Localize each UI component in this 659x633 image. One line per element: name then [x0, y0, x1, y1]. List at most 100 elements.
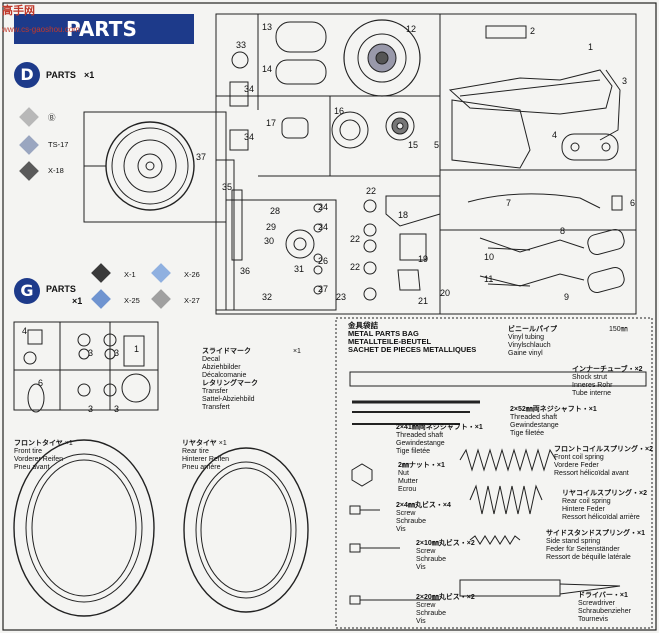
part-3: 3 [622, 76, 628, 86]
shaft52-line-3: Tige filetée [510, 430, 544, 437]
shaft52-line-2: Gewindestange [510, 422, 559, 429]
part-15: 15 [408, 140, 419, 150]
part-9: 9 [564, 292, 570, 302]
swatch-b-code: Ⓑ [48, 113, 56, 122]
screw20-title: 2×20㎜丸ビス・×2 [416, 594, 475, 601]
vinyl-line-2: Vinylschlauch [508, 342, 551, 349]
front-spring-line-2: Vordere Feder [554, 462, 599, 469]
shaft41-line-3: Tige filetée [396, 448, 430, 455]
part-18: 18 [398, 210, 409, 220]
rear-tire-qty: ×1 [218, 440, 227, 447]
section-g-label: PARTS [46, 284, 76, 294]
part-12: 12 [406, 24, 417, 34]
swatch-ts17-code: TS-17 [48, 140, 69, 149]
part-24a: 24 [318, 202, 329, 212]
page-title: PARTS [14, 14, 194, 44]
front-tire-info: フロントタイヤ ×1 Front tire Vorderer Reifen Pn… [14, 440, 73, 472]
driver-line-2: Schraubenzieher [578, 608, 631, 615]
front-tire-line-2: Vorderer Reifen [14, 456, 64, 463]
decal-qty: ×1 [292, 348, 301, 355]
decal-title: スライドマーク [202, 348, 251, 355]
section-d-qty: ×1 [84, 70, 95, 80]
side-spring-line-3: Ressort de béquille latérale [546, 554, 631, 561]
screw4-title: 2×4㎜丸ビス・×4 [396, 502, 451, 509]
part-22c: 22 [350, 262, 361, 272]
part-8: 8 [560, 226, 566, 236]
part-35: 35 [222, 182, 233, 192]
rear-spring-title: リヤコイルスプリング・×2 [562, 490, 647, 497]
nut-info: 2㎜ナット・×1 Nut Mutter Ecrou [398, 462, 445, 494]
swatch-x18-code: X-18 [48, 166, 64, 175]
screw4-line-2: Schraube [396, 518, 426, 525]
rear-spring-line-3: Ressort hélicoïdal arrière [562, 514, 640, 521]
part-5: 5 [434, 140, 440, 150]
side-spring-line-1: Side stand spring [546, 538, 601, 545]
part-2: 2 [530, 26, 536, 36]
part-7: 7 [506, 198, 512, 208]
screw10-line-1: Screw [416, 548, 436, 555]
part-g1: 1 [134, 344, 140, 354]
driver-line-1: Screwdriver [578, 600, 615, 607]
part-27: 27 [318, 284, 329, 294]
vinyl-line-3: Gaine vinyl [508, 350, 543, 357]
metal-bag-title-fr: SACHET DE PIECES METALLIQUES [348, 345, 477, 354]
screw4-line-3: Vis [396, 526, 406, 533]
part-1: 1 [588, 42, 594, 52]
rear-tire-line-3: Pneu arrière [182, 464, 221, 471]
part-34b: 34 [244, 132, 255, 142]
decal-line-1: Decal [202, 356, 220, 363]
shaft52-info: 2×52㎜両ネジシャフト・×1 Threaded shaft Gewindest… [510, 406, 597, 438]
decal-line-2: Abziehbilder [202, 364, 241, 371]
front-tire-line-1: Front tire [14, 448, 43, 455]
part-g3c: 3 [88, 404, 94, 414]
driver-line-3: Tournevis [578, 616, 608, 623]
part-16: 16 [334, 106, 345, 116]
nut-line-3: Ecrou [398, 486, 417, 493]
decal-info: スライドマーク ×1 Decal Abziehbilder Décalcoman… [202, 348, 301, 412]
part-g4: 4 [22, 326, 28, 336]
part-g6: 6 [38, 378, 44, 388]
part-30: 30 [264, 236, 275, 246]
front-spring-info: フロントコイルスプリング・×2 Front coil spring Vorder… [554, 446, 653, 478]
part-23: 23 [336, 292, 347, 302]
vinyl-length: 150㎜ [608, 326, 628, 333]
shaft52-line-1: Threaded shaft [510, 414, 558, 421]
part-21: 21 [418, 296, 429, 306]
part-17: 17 [266, 118, 277, 128]
front-spring-line-1: Front coil spring [554, 454, 604, 461]
watermark-url: www.cs-gaoshou.com [2, 25, 80, 34]
decal-line-3: Décalcomanie [202, 372, 247, 379]
part-g3a: 3 [88, 348, 94, 358]
rear-spring-info: リヤコイルスプリング・×2 Rear coil spring Hintere F… [562, 490, 647, 522]
shaft41-title: 2×41㎜両ネジシャフト・×1 [396, 424, 483, 431]
section-d-badge: D [14, 62, 40, 88]
part-29: 29 [266, 222, 277, 232]
screw10-line-3: Vis [416, 564, 426, 571]
part-6: 6 [630, 198, 636, 208]
side-spring-line-2: Feder für Seitenständer [546, 546, 620, 553]
metal-bag-info: 金具袋詰 METAL PARTS BAG METALLTEILE-BEUTEL … [348, 322, 476, 354]
screw20-line-3: Vis [416, 618, 426, 625]
section-d-label: PARTS [46, 70, 76, 80]
part-26: 26 [318, 256, 329, 266]
part-19: 19 [418, 254, 429, 264]
part-20: 20 [440, 288, 451, 298]
part-13: 13 [262, 22, 273, 32]
transfer-line-2: Sattel-Abziehbild [202, 396, 255, 403]
part-10: 10 [484, 252, 495, 262]
part-24b: 24 [318, 222, 329, 232]
part-28: 28 [270, 206, 281, 216]
rear-spring-line-1: Rear coil spring [562, 498, 611, 505]
transfer-title: レタリングマーク [202, 380, 258, 387]
transfer-line-3: Transfert [202, 404, 230, 411]
swatch-x25-code: X-25 [124, 296, 140, 305]
screw4-line-1: Screw [396, 510, 416, 517]
screw10-title: 2×10㎜丸ビス・×2 [416, 540, 475, 547]
section-g-qty: ×1 [72, 296, 83, 306]
swatch-x1-code: X-1 [124, 270, 136, 279]
shaft41-info: 2×41㎜両ネジシャフト・×1 Threaded shaft Gewindest… [396, 424, 483, 456]
vinyl-line-1: Vinyl tubing [508, 334, 545, 341]
watermark-brand: 高手网 [2, 5, 35, 17]
shaft52-title: 2×52㎜両ネジシャフト・×1 [510, 406, 597, 413]
